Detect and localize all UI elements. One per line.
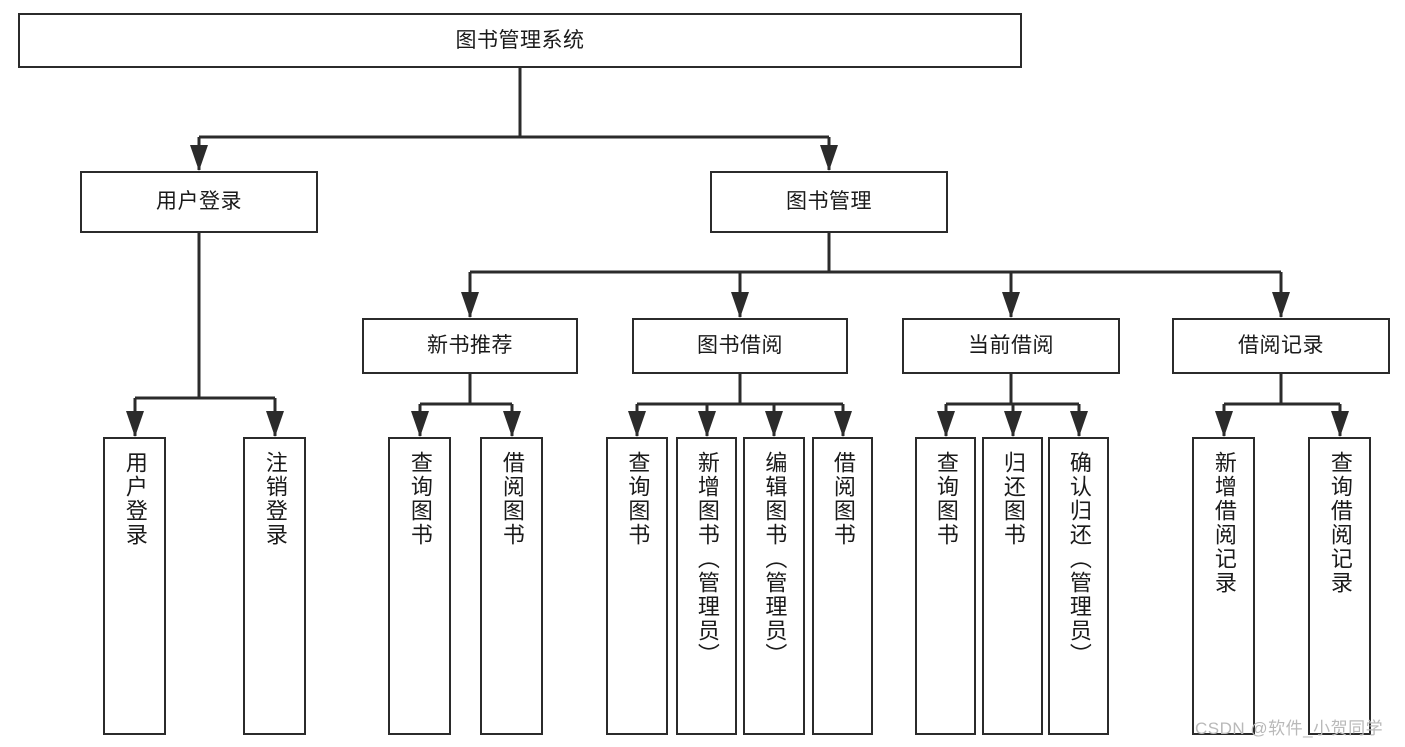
- node-label: 新书推荐: [427, 334, 513, 358]
- node-label: 图书借阅: [697, 334, 783, 358]
- node-label: 查询图书: [933, 451, 959, 547]
- node-label: 查询图书: [625, 451, 651, 547]
- connector-arrowhead-c-root-1: [820, 145, 838, 171]
- node-label: 确认归还（管理员）: [1066, 451, 1092, 667]
- node-label: 用户登录: [156, 190, 242, 214]
- node-label: 用户登录: [122, 451, 148, 547]
- node-label: 图书管理: [786, 190, 872, 214]
- node-label: 归还图书: [1000, 451, 1026, 547]
- node-l2-record[interactable]: 借阅记录: [1172, 318, 1390, 374]
- node-label: 借阅图书: [830, 451, 856, 547]
- connector-arrowhead-c-login-0: [126, 411, 144, 437]
- connector-arrowhead-c-borrow-1: [698, 411, 716, 437]
- watermark-text: CSDN @软件_小贺同学: [1195, 719, 1384, 738]
- connector-arrowhead-c-borrow-0: [628, 411, 646, 437]
- node-l3-borrow-lend[interactable]: 借阅图书: [812, 437, 873, 735]
- node-label: 查询借阅记录: [1327, 451, 1353, 595]
- connector-arrowhead-c-current-0: [937, 411, 955, 437]
- connector-arrowhead-c-book-1: [731, 292, 749, 318]
- node-l2-current[interactable]: 当前借阅: [902, 318, 1120, 374]
- node-l3-rec-query[interactable]: 查询借阅记录: [1308, 437, 1371, 735]
- node-l3-cur-query[interactable]: 查询图书: [915, 437, 976, 735]
- node-l1-book[interactable]: 图书管理: [710, 171, 948, 233]
- node-label: 新增图书（管理员）: [694, 451, 720, 667]
- node-label: 查询图书: [407, 451, 433, 547]
- connector-arrowhead-c-book-0: [461, 292, 479, 318]
- node-l1-login[interactable]: 用户登录: [80, 171, 318, 233]
- connector-arrowhead-c-borrow-3: [834, 411, 852, 437]
- node-l2-newbook[interactable]: 新书推荐: [362, 318, 578, 374]
- node-label: 新增借阅记录: [1211, 451, 1237, 595]
- connector-arrowhead-c-newbook-0: [411, 411, 429, 437]
- connector-arrowhead-c-borrow-2: [765, 411, 783, 437]
- node-l3-new-borrow[interactable]: 借阅图书: [480, 437, 543, 735]
- connector-arrowhead-c-current-1: [1004, 411, 1022, 437]
- connector-arrowhead-c-newbook-1: [503, 411, 521, 437]
- node-l3-borrow-add[interactable]: 新增图书（管理员）: [676, 437, 737, 735]
- connector-arrowhead-c-record-0: [1215, 411, 1233, 437]
- node-l3-new-query[interactable]: 查询图书: [388, 437, 451, 735]
- node-label: 注销登录: [262, 451, 288, 547]
- node-l3-borrow-query[interactable]: 查询图书: [606, 437, 668, 735]
- node-label: 借阅记录: [1238, 334, 1324, 358]
- node-label: 编辑图书（管理员）: [762, 451, 788, 667]
- node-label: 借阅图书: [499, 451, 525, 547]
- node-label: 图书管理系统: [455, 28, 585, 52]
- node-l3-user-login[interactable]: 用户登录: [103, 437, 166, 735]
- node-l3-borrow-edit[interactable]: 编辑图书（管理员）: [743, 437, 805, 735]
- node-label: 当前借阅: [968, 334, 1054, 358]
- connector-arrowhead-c-current-2: [1070, 411, 1088, 437]
- node-l3-rec-add[interactable]: 新增借阅记录: [1192, 437, 1255, 735]
- connector-arrowhead-c-login-1: [266, 411, 284, 437]
- connector-arrowhead-c-record-1: [1331, 411, 1349, 437]
- connector-arrowhead-c-book-3: [1272, 292, 1290, 318]
- connector-arrowhead-c-root-0: [190, 145, 208, 171]
- node-root[interactable]: 图书管理系统: [18, 13, 1022, 68]
- node-l3-user-logout[interactable]: 注销登录: [243, 437, 306, 735]
- node-l3-cur-return[interactable]: 归还图书: [982, 437, 1043, 735]
- node-l2-borrow[interactable]: 图书借阅: [632, 318, 848, 374]
- connector-arrowhead-c-book-2: [1002, 292, 1020, 318]
- node-l3-cur-confirm[interactable]: 确认归还（管理员）: [1048, 437, 1109, 735]
